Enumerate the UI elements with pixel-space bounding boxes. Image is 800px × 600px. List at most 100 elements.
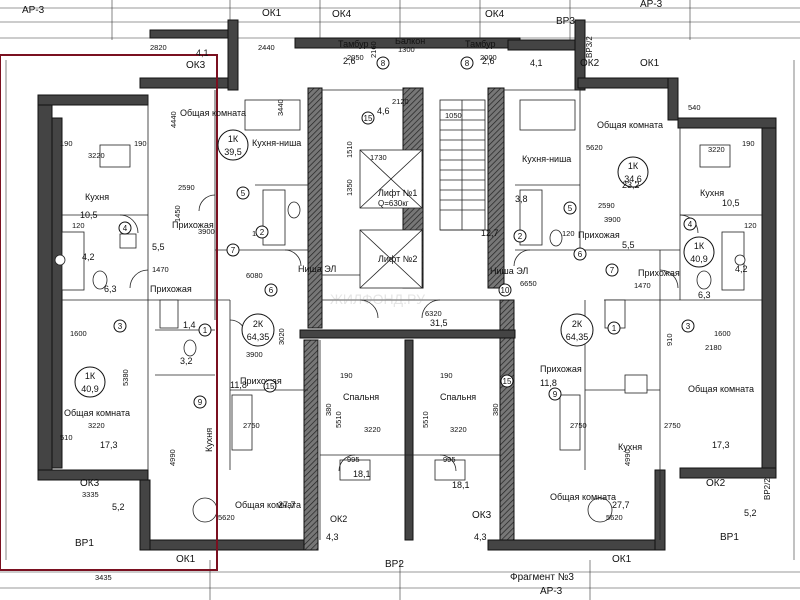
dim-4990-b: 4990 bbox=[623, 449, 632, 466]
dim-380-a: 380 bbox=[324, 403, 333, 416]
room-kukhnya-bottom-right: Кухня bbox=[618, 442, 642, 452]
room-balkon: Балкон bbox=[395, 36, 425, 46]
dim-190-b: 190 bbox=[134, 139, 147, 148]
area-18-1-a: 18,1 bbox=[353, 469, 371, 479]
dim-1600-a: 1600 bbox=[70, 329, 87, 338]
marker-2-right: 2 bbox=[518, 232, 523, 241]
room-obshchaya-bottom-left: Общая комната bbox=[235, 500, 301, 510]
apartment-4-type: 1К bbox=[694, 241, 705, 251]
room-tambur-2: Тамбур bbox=[465, 39, 496, 49]
room-prikhozhaya-right2: Прихожая bbox=[638, 268, 680, 278]
dim-6080: 6080 bbox=[246, 271, 263, 280]
dim-2590-b: 2590 bbox=[598, 201, 615, 210]
apartment-5: 2К 64,35 bbox=[241, 313, 275, 347]
dim-1600-b: 1600 bbox=[714, 329, 731, 338]
marker-15-left: 15 bbox=[266, 382, 275, 391]
room-areas: 10,5 4,2 6,3 1,4 3,2 17,3 11,8 27,7 18,1… bbox=[80, 48, 757, 542]
dim-2820: 2820 bbox=[150, 43, 167, 52]
dim-3220-d: 3220 bbox=[88, 421, 105, 430]
dim-190-d: 190 bbox=[440, 371, 453, 380]
dim-3900-a: 3900 bbox=[198, 227, 215, 236]
dim-3020: 3020 bbox=[277, 328, 286, 345]
opening-vr2-bottom: ВР2 bbox=[385, 559, 404, 570]
opening-ok1-right: ОК1 bbox=[640, 58, 660, 69]
apartment-6: 2К 64,35 bbox=[560, 313, 594, 347]
opening-vr1-right: ВР1 bbox=[720, 532, 739, 543]
dim-995-a: 995 bbox=[347, 455, 360, 464]
dim-1730: 1730 bbox=[370, 153, 387, 162]
dim-3435: 3435 bbox=[95, 573, 112, 582]
dim-4990: 4990 bbox=[168, 449, 177, 466]
area-6-3-right: 6,3 bbox=[698, 290, 711, 300]
apartment-3-area: 40,9 bbox=[81, 384, 99, 394]
room-prikhozhaya-left: Прихожая bbox=[172, 220, 214, 230]
room-obshchaya-right: Общая комната bbox=[688, 384, 754, 394]
marker-15-right: 15 bbox=[503, 377, 512, 386]
dim-120-c: 120 bbox=[562, 229, 575, 238]
area-12-7: 12,7 bbox=[481, 228, 499, 238]
opening-ok2-bottom-right: ОК2 bbox=[706, 478, 726, 489]
marker-6-left: 6 bbox=[269, 286, 274, 295]
marker-1-left: 1 bbox=[203, 326, 208, 335]
fragment-label: Фрагмент №3 bbox=[510, 572, 574, 583]
dim-190-c: 190 bbox=[340, 371, 353, 380]
room-kukhnya-bottom-left: Кухня bbox=[204, 428, 214, 452]
area-31-5: 31,5 bbox=[430, 318, 448, 328]
dim-6320: 6320 bbox=[425, 309, 442, 318]
dim-2180: 2180 bbox=[705, 343, 722, 352]
room-obshchaya-left: Общая комната bbox=[64, 408, 130, 418]
room-kukhnya-left: Кухня bbox=[85, 192, 109, 202]
outer-walls bbox=[37, 19, 777, 551]
marker-4-left: 4 bbox=[123, 224, 128, 233]
opening-ok3-bottom: ОК3 bbox=[80, 478, 100, 489]
dim-5510-a: 5510 bbox=[334, 411, 343, 428]
marker-6-right: 6 bbox=[578, 250, 583, 259]
room-lift1: Лифт №1 bbox=[378, 188, 417, 198]
dim-1450: 1450 bbox=[173, 205, 182, 222]
dim-5620-c: 5620 bbox=[606, 513, 623, 522]
apartment-6-area: 64,35 bbox=[566, 332, 589, 342]
area-5-2-right: 5,2 bbox=[744, 508, 757, 518]
dim-2160: 2160 bbox=[369, 41, 378, 58]
dim-510-a: 510 bbox=[60, 433, 73, 442]
room-prikhozhaya-left3: Прихожая bbox=[240, 376, 282, 386]
area-4-2-right: 4,2 bbox=[735, 264, 748, 274]
dim-120-d: 120 bbox=[744, 221, 757, 230]
dim-190-e: 190 bbox=[742, 139, 755, 148]
area-11-8-left: 11,8 bbox=[230, 380, 247, 390]
dim-2750-a: 2750 bbox=[243, 421, 260, 430]
apartment-2: 1К 34,6 bbox=[617, 156, 649, 188]
apartment-2-type: 1К bbox=[628, 161, 639, 171]
axis-labels: АР-3 АР-3 ОК1 ОК4 ОК4 ВР3 ОК3 ОК2 ОК1 ВР… bbox=[22, 0, 772, 597]
dim-2750-b: 2750 bbox=[570, 421, 587, 430]
doors bbox=[119, 194, 699, 472]
opening-vr2-2: ВР2/2 bbox=[763, 478, 772, 500]
marker-7-right: 7 bbox=[610, 266, 615, 275]
axis-top-left: АР-3 bbox=[22, 5, 45, 16]
marker-15-top: 15 bbox=[364, 114, 373, 123]
apartment-6-type: 2К bbox=[572, 319, 583, 329]
opening-vr3-top: ВР3 bbox=[556, 16, 575, 27]
area-27-7-left: 27,7 bbox=[278, 500, 296, 510]
dim-3335: 3335 bbox=[82, 490, 99, 499]
dim-1050: 1050 bbox=[445, 111, 462, 120]
room-nisha-el-2: Ниша ЭЛ bbox=[490, 266, 528, 276]
apartment-5-area: 64,35 bbox=[247, 332, 270, 342]
dim-2750-c: 2750 bbox=[664, 421, 681, 430]
apartment-4: 1К 40,9 bbox=[683, 236, 715, 268]
area-6-3-left: 6,3 bbox=[104, 284, 117, 294]
room-numbers: 4 5 7 6 3 9 2 15 8 8 15 2 5 6 7 3 4 9 15… bbox=[113, 56, 697, 409]
room-kukhnya-right: Кухня bbox=[700, 188, 724, 198]
room-obshchaya-top-left: Общая комната bbox=[180, 108, 246, 118]
room-tambur-1: Тамбур bbox=[338, 39, 369, 49]
dim-3220-a: 3220 bbox=[88, 151, 105, 160]
dim-1470-b: 1470 bbox=[634, 281, 651, 290]
area-10-5-right: 10,5 bbox=[722, 198, 740, 208]
area-27-7-right: 27,7 bbox=[612, 500, 630, 510]
area-4-3-a: 4,3 bbox=[326, 532, 339, 542]
fixtures bbox=[54, 99, 746, 523]
dim-995-b: 995 bbox=[443, 455, 456, 464]
opening-ok2-top: ОК2 bbox=[580, 58, 600, 69]
dim-3900-b: 3900 bbox=[246, 350, 263, 359]
